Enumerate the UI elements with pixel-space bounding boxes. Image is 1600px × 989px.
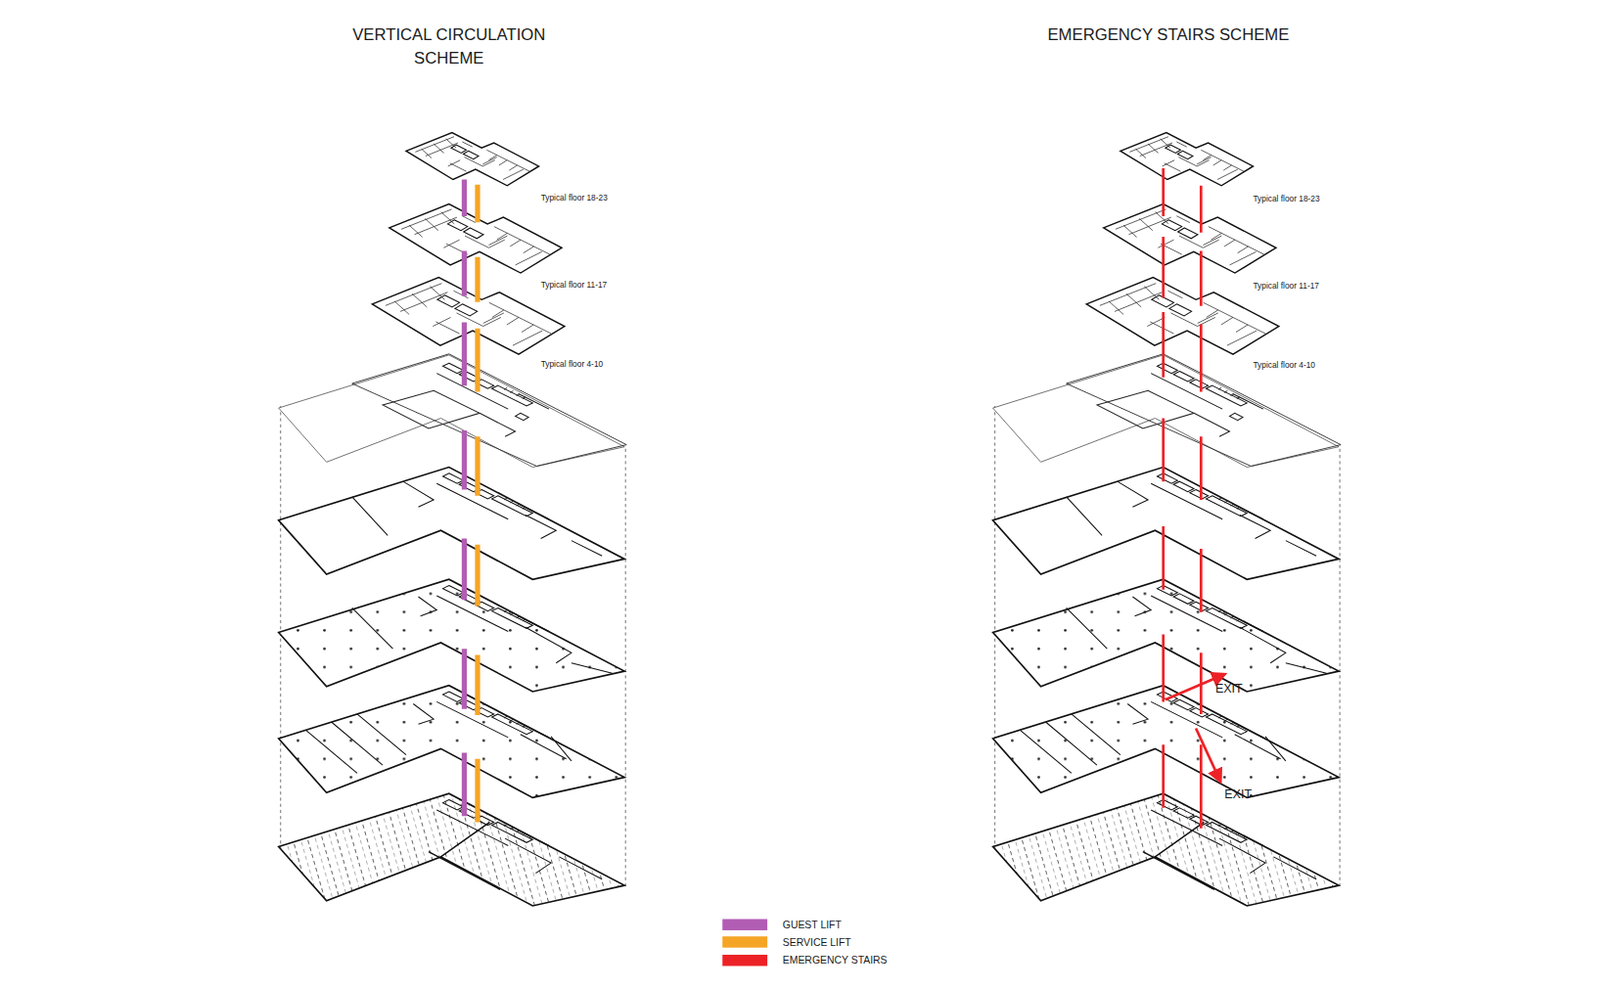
service-lift-shaft bbox=[474, 184, 480, 823]
legend-row: GUEST LIFT bbox=[722, 916, 842, 932]
exit-label: EXIT bbox=[1224, 787, 1252, 803]
legend-row: SERVICE LIFT bbox=[722, 935, 851, 951]
legend-row: EMERGENCY STAIRS bbox=[722, 953, 887, 968]
floor-label: Typical floor 11-17 bbox=[541, 280, 608, 291]
legend-text: EMERGENCY STAIRS bbox=[782, 954, 888, 965]
floor-stack bbox=[278, 133, 628, 907]
legend-text: SERVICE LIFT bbox=[782, 936, 852, 948]
floor-stack bbox=[993, 133, 1342, 907]
legend-swatch bbox=[722, 918, 768, 930]
floor-label: Typical floor 18-23 bbox=[541, 193, 608, 204]
floor-label: Typical floor 4-10 bbox=[541, 360, 604, 370]
floor-label: Typical floor 11-17 bbox=[1252, 281, 1320, 292]
scheme-title: EMERGENCY STAIRS SCHEME bbox=[1005, 22, 1332, 46]
exit-label: EXIT bbox=[1215, 682, 1243, 697]
legend-text: GUEST LIFT bbox=[782, 918, 842, 930]
guest-lift-shaft bbox=[461, 180, 467, 818]
scheme-title: VERTICAL CIRCULATION SCHEME bbox=[336, 22, 561, 70]
floor-label: Typical floor 18-23 bbox=[1252, 194, 1320, 205]
legend-swatch bbox=[722, 936, 768, 948]
emergency-stair-shafts bbox=[1163, 168, 1226, 829]
legend-swatch bbox=[722, 954, 768, 965]
floor-label: Typical floor 4-10 bbox=[1252, 361, 1316, 371]
